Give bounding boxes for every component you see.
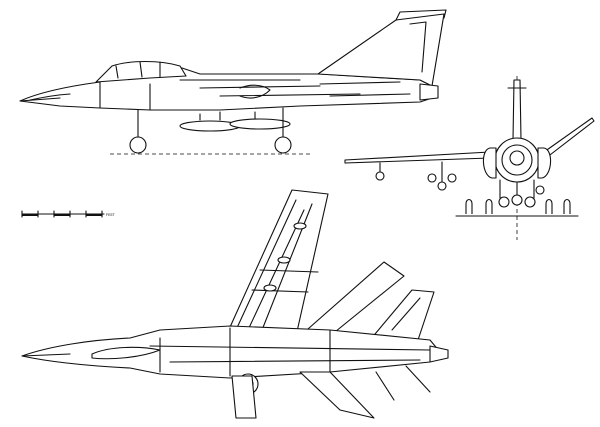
scale-bar: FEET bbox=[21, 210, 116, 218]
front-view-fin bbox=[512, 79, 522, 141]
front-view-right-wing bbox=[543, 117, 595, 159]
side-view-vertical-tail bbox=[317, 13, 445, 87]
side-view-stores bbox=[179, 111, 291, 132]
side-view bbox=[19, 9, 447, 155]
plan-view-wing-lower bbox=[299, 371, 375, 419]
plan-view bbox=[21, 189, 449, 419]
side-view-main-wheel bbox=[274, 136, 292, 154]
front-view-stores bbox=[375, 161, 545, 195]
front-view bbox=[344, 76, 595, 240]
plan-view-stabilizer bbox=[369, 289, 435, 341]
scale-unit-label: FEET bbox=[106, 213, 116, 217]
front-view-left-wing bbox=[344, 151, 491, 164]
front-view-left-intake bbox=[482, 147, 497, 179]
side-view-nose-wheel bbox=[129, 136, 147, 154]
front-view-lower-stores bbox=[465, 194, 571, 214]
plan-view-wing-mid bbox=[299, 261, 405, 337]
plan-view-wing-extended bbox=[225, 189, 329, 337]
front-view-right-intake bbox=[537, 147, 552, 179]
